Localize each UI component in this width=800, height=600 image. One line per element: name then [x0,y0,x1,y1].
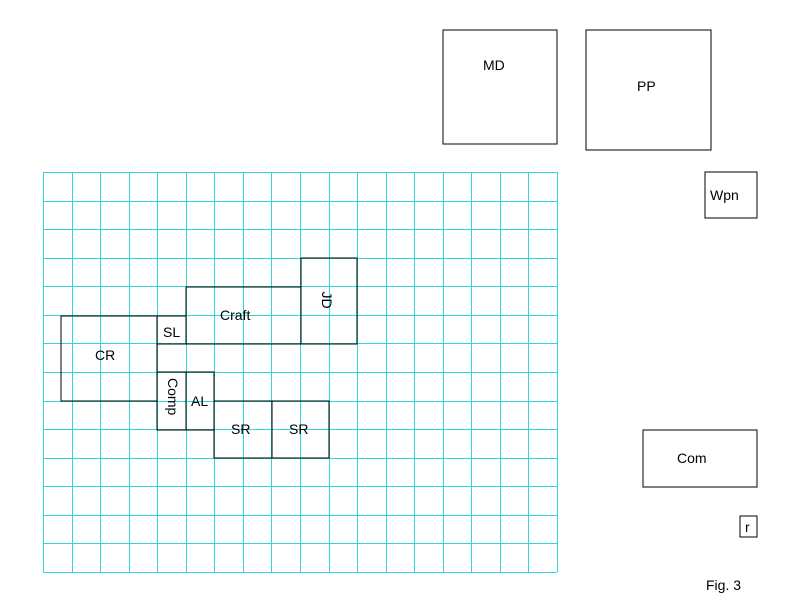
box-md [442,29,558,145]
box-cr [60,315,158,402]
label-jd: JD [319,291,335,308]
label-sr-left: SR [231,421,250,437]
label-comp: Comp [165,378,181,416]
box-jd [300,257,358,345]
box-com [642,429,758,488]
label-sl: SL [163,324,180,340]
label-wpn: Wpn [710,187,739,203]
label-r: r [745,519,750,535]
label-pp: PP [637,78,656,94]
label-sr-right: SR [289,421,308,437]
grid [43,172,558,573]
box-wpn [704,171,758,219]
label-com: Com [677,450,707,466]
box-sr-right [271,400,330,459]
box-pp [585,29,712,151]
label-craft: Craft [220,307,250,323]
label-al: AL [191,393,208,409]
label-md: MD [483,57,505,73]
label-cr: CR [95,347,115,363]
box-r [739,515,758,538]
figure-caption: Fig. 3 [706,577,742,593]
